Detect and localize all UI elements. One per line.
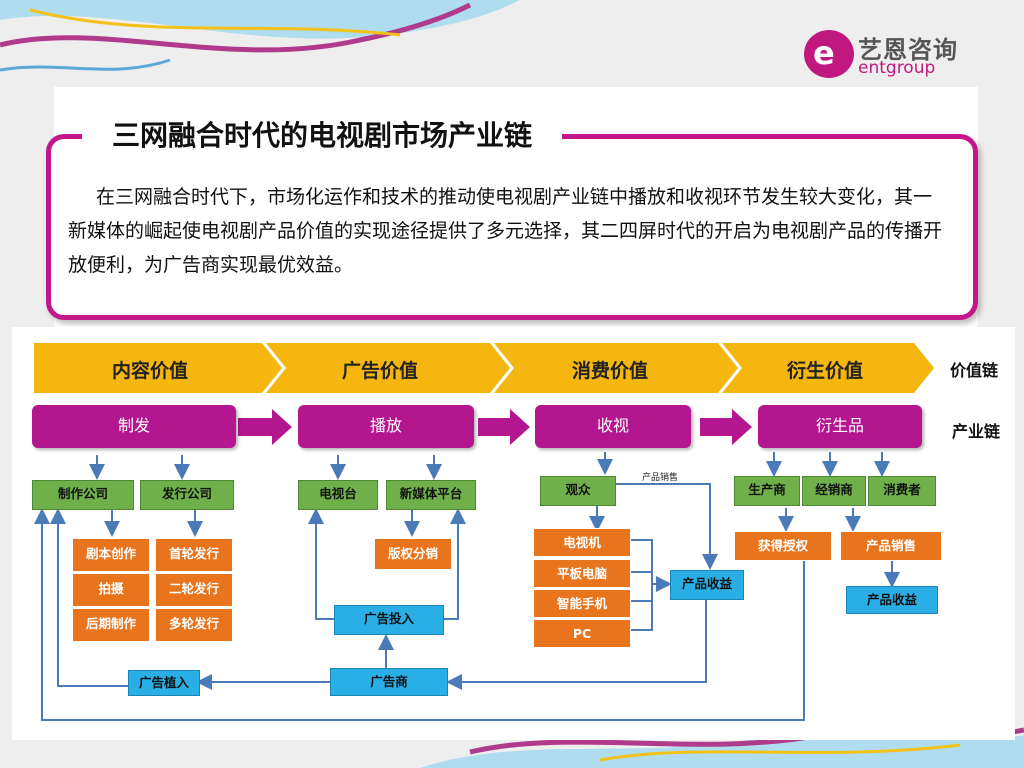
industry-stage-viewing: 收视 bbox=[535, 405, 691, 448]
industry-arrow-2 bbox=[478, 409, 530, 445]
node-pc: PC bbox=[533, 619, 631, 648]
node-new-media-platform: 新媒体平台 bbox=[386, 480, 476, 510]
industry-arrow-1 bbox=[238, 409, 292, 445]
page-title: 三网融合时代的电视剧市场产业链 bbox=[82, 116, 563, 156]
value-stage-consumption: 消费价值 bbox=[571, 360, 648, 382]
value-stage-content: 内容价值 bbox=[111, 360, 188, 382]
value-chevron-4 bbox=[722, 343, 934, 393]
node-distribution-company: 发行公司 bbox=[140, 480, 234, 510]
node-product-revenue: 产品收益 bbox=[670, 570, 744, 600]
node-production-company: 制作公司 bbox=[32, 480, 134, 510]
value-stage-derivative: 衍生价值 bbox=[786, 360, 863, 382]
industry-stage-broadcast: 播放 bbox=[298, 405, 474, 448]
node-tv-set: 电视机 bbox=[533, 528, 631, 557]
industry-stage-derivatives: 衍生品 bbox=[758, 405, 922, 448]
brand-logo-cn: 艺恩咨询 bbox=[858, 36, 958, 64]
node-post-production: 后期制作 bbox=[72, 608, 150, 642]
node-get-license: 获得授权 bbox=[734, 531, 832, 561]
node-ad-embedding: 广告植入 bbox=[128, 670, 200, 696]
industry-arrow-3 bbox=[700, 409, 752, 445]
value-chevron-1 bbox=[34, 343, 282, 393]
node-product-sales: 产品销售 bbox=[840, 531, 942, 561]
industry-chain-label: 产业链 bbox=[952, 422, 1001, 441]
node-dealer: 经销商 bbox=[802, 476, 866, 506]
node-ad-placement: 广告投入 bbox=[334, 605, 444, 635]
node-tablet: 平板电脑 bbox=[533, 559, 631, 588]
industry-stage-production: 制发 bbox=[32, 405, 236, 448]
node-consumer: 消费者 bbox=[868, 476, 936, 506]
node-filming: 拍摄 bbox=[72, 573, 150, 607]
node-audience: 观众 bbox=[540, 476, 616, 506]
node-first-round: 首轮发行 bbox=[155, 538, 233, 572]
node-tv-station: 电视台 bbox=[298, 480, 378, 510]
node-script-creation: 剧本创作 bbox=[72, 538, 150, 572]
product-sales-note: 产品销售 bbox=[642, 473, 679, 483]
node-product-revenue-derivative: 产品收益 bbox=[846, 586, 938, 614]
description-text: 在三网融合时代下，市场化运作和技术的推动使电视剧产业链中播放和收视环节发生较大变… bbox=[68, 186, 943, 276]
node-multi-round: 多轮发行 bbox=[155, 608, 233, 642]
node-producer: 生产商 bbox=[734, 476, 800, 506]
brand-logo-mark: e bbox=[804, 30, 854, 78]
node-smartphone: 智能手机 bbox=[533, 589, 631, 618]
value-chain-label: 价值链 bbox=[950, 361, 999, 380]
value-chevron-2 bbox=[266, 343, 510, 393]
node-copyright-sales: 版权分销 bbox=[374, 538, 452, 570]
value-chevron-3 bbox=[494, 343, 738, 393]
brand-logo-glyph: e bbox=[813, 34, 835, 72]
value-stage-advertising: 广告价值 bbox=[341, 360, 418, 382]
node-second-round: 二轮发行 bbox=[155, 573, 233, 607]
node-advertiser: 广告商 bbox=[330, 668, 448, 696]
brand-logo-en: entgroup bbox=[858, 58, 936, 78]
